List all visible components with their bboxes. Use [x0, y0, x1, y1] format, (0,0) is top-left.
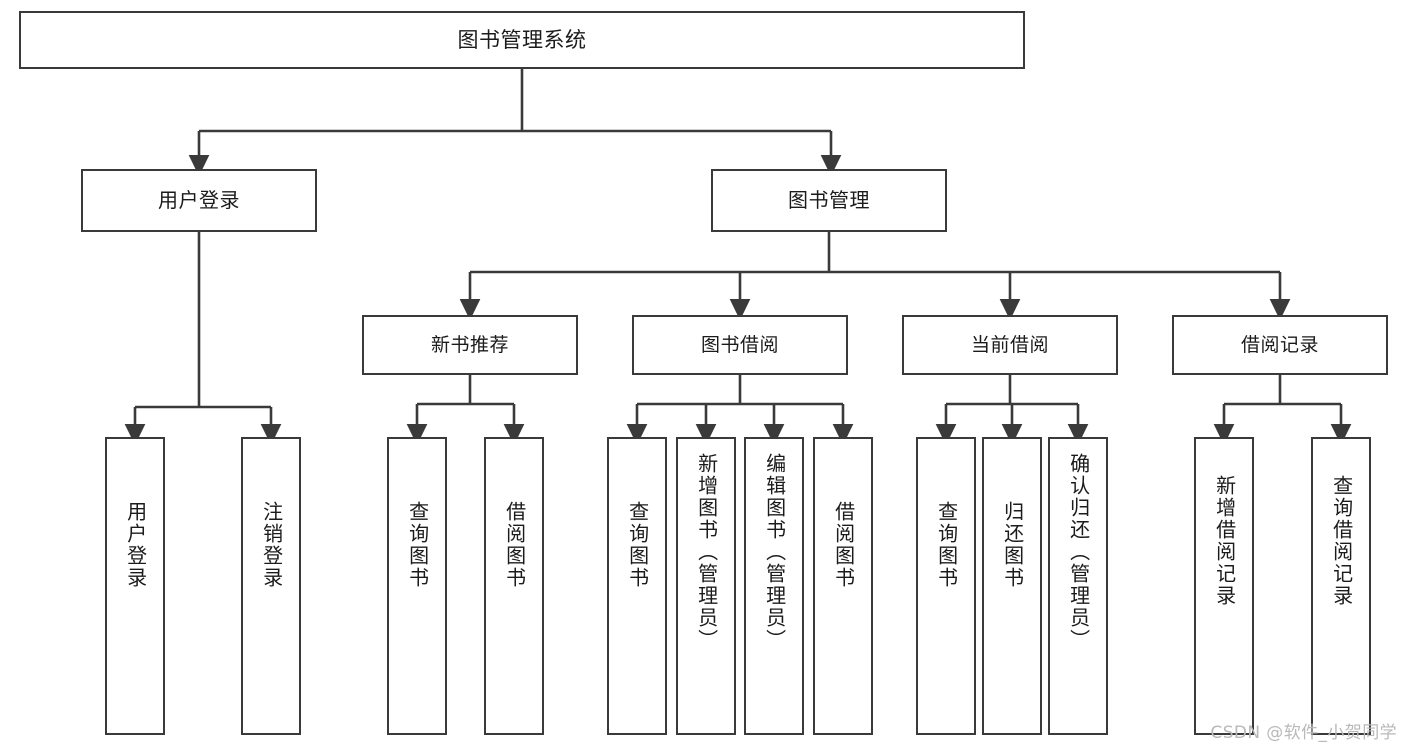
node-leaf-query-book-borrow[interactable]: 查询图书 — [607, 437, 667, 735]
node-label: 注销登录 — [259, 501, 284, 589]
node-label: 借阅图书 — [502, 501, 527, 589]
node-leaf-edit-book[interactable]: 编辑图书（管理员） — [744, 437, 804, 735]
node-label: 新书推荐 — [430, 333, 509, 356]
node-leaf-user-logout[interactable]: 注销登录 — [241, 437, 301, 735]
node-label: 查询借阅记录 — [1329, 475, 1354, 607]
node-label: 用户登录 — [123, 501, 148, 589]
node-label: 查询图书 — [405, 501, 430, 589]
node-label: 确认归还（管理员） — [1066, 453, 1091, 651]
node-leaf-query-book-current[interactable]: 查询图书 — [916, 437, 976, 735]
node-label: 新增借阅记录 — [1212, 475, 1237, 607]
node-borrow-record[interactable]: 借阅记录 — [1172, 315, 1388, 375]
node-user-login[interactable]: 用户登录 — [81, 169, 317, 232]
node-leaf-borrow-book-borrow[interactable]: 借阅图书 — [813, 437, 873, 735]
node-label: 查询图书 — [934, 501, 959, 589]
node-leaf-add-record[interactable]: 新增借阅记录 — [1194, 437, 1254, 735]
node-leaf-add-book[interactable]: 新增图书（管理员） — [676, 437, 736, 735]
node-leaf-query-record[interactable]: 查询借阅记录 — [1311, 437, 1371, 735]
node-label: 新增图书（管理员） — [694, 453, 719, 651]
node-label: 借阅记录 — [1240, 333, 1319, 356]
node-book-manage[interactable]: 图书管理 — [711, 169, 947, 232]
node-label: 查询图书 — [625, 501, 650, 589]
node-label: 编辑图书（管理员） — [762, 453, 787, 651]
node-new-book-recommend[interactable]: 新书推荐 — [362, 315, 578, 375]
node-leaf-user-login[interactable]: 用户登录 — [105, 437, 165, 735]
node-leaf-return-book[interactable]: 归还图书 — [982, 437, 1042, 735]
node-leaf-confirm-return[interactable]: 确认归还（管理员） — [1048, 437, 1108, 735]
node-leaf-query-book-new[interactable]: 查询图书 — [387, 437, 447, 735]
node-book-borrow[interactable]: 图书借阅 — [632, 315, 848, 375]
node-label: 当前借阅 — [970, 333, 1049, 356]
node-leaf-borrow-book-new[interactable]: 借阅图书 — [484, 437, 544, 735]
node-label: 归还图书 — [1000, 501, 1025, 589]
node-label: 用户登录 — [158, 187, 240, 212]
node-root-system[interactable]: 图书管理系统 — [19, 11, 1025, 69]
csdn-watermark: CSDN @软件_小贺同学 — [1210, 723, 1397, 743]
node-label: 图书管理 — [788, 187, 870, 212]
node-label: 图书借阅 — [700, 333, 779, 356]
node-label: 借阅图书 — [831, 501, 856, 589]
node-current-borrow[interactable]: 当前借阅 — [902, 315, 1118, 375]
node-label: 图书管理系统 — [457, 27, 587, 52]
